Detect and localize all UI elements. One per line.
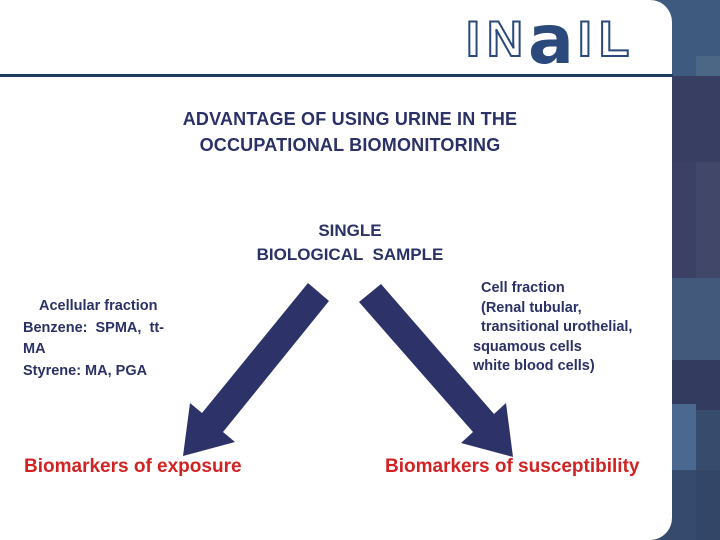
slide-subtitle: SINGLE BIOLOGICAL SAMPLE <box>20 219 680 267</box>
inail-logo-outline-right: IL <box>577 11 637 67</box>
biomarkers-exposure-label: Biomarkers of exposure <box>24 456 242 477</box>
cell-fraction-line: (Renal tubular, <box>481 299 582 316</box>
strip-block <box>696 410 720 470</box>
slide-title: ADVANTAGE OF USING URINE IN THE OCCUPATI… <box>20 106 680 158</box>
strip-block <box>696 360 720 410</box>
cell-fraction-block: Cell fraction (Renal tubular, transition… <box>473 279 668 377</box>
acellular-line: MA <box>23 341 46 357</box>
slide-title-line2: OCCUPATIONAL BIOMONITORING <box>199 135 501 155</box>
inail-logo: IN a IL <box>465 1 637 81</box>
cell-fraction-line: Cell fraction <box>481 280 565 296</box>
acellular-line: Styrene: MA, PGA <box>23 362 148 379</box>
acellular-fraction-block: Acellular fraction Benzene: SPMA, tt- MA… <box>23 296 233 382</box>
inail-logo-outline-left: IN <box>465 11 530 67</box>
cell-fraction-line: white blood cells) <box>473 358 595 374</box>
inail-logo-solid-a: a <box>528 1 574 81</box>
strip-block <box>696 162 720 278</box>
cell-fraction-line: transitional urothelial, <box>481 319 633 335</box>
biomarkers-susceptibility-label: Biomarkers of susceptibility <box>385 456 640 477</box>
acellular-line: Benzene: SPMA, tt- <box>23 319 164 336</box>
acellular-line: Acellular fraction <box>39 298 158 314</box>
content-panel: IN a IL ADVANTAGE OF USING URINE IN THE … <box>0 1 673 477</box>
strip-block <box>696 56 720 76</box>
subtitle-line2: BIOLOGICAL SAMPLE <box>256 245 444 264</box>
strip-block <box>696 76 720 162</box>
strip-block <box>696 0 720 56</box>
strip-block <box>696 278 720 360</box>
header-divider-line <box>0 74 673 77</box>
slide-title-line1: ADVANTAGE OF USING URINE IN THE <box>182 109 518 129</box>
cell-fraction-line: squamous cells <box>473 338 582 355</box>
strip-block <box>696 470 720 540</box>
subtitle-line1: SINGLE <box>318 221 382 240</box>
